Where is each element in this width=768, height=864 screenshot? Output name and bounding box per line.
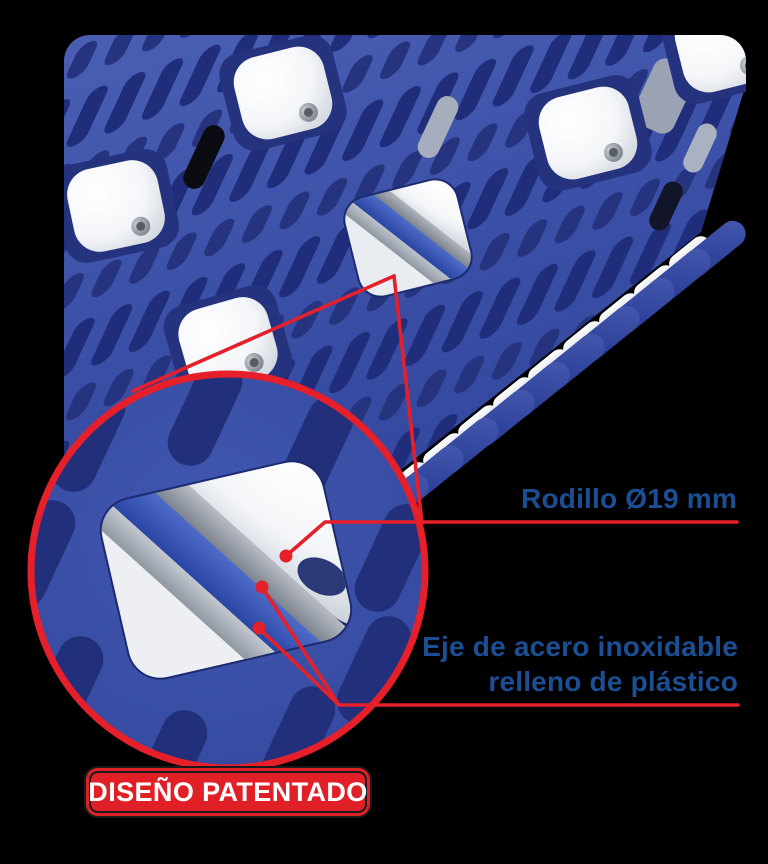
magnifier-leader-right — [392, 274, 424, 525]
patented-design-badge-inner: DISEÑO PATENTADO — [88, 771, 368, 813]
roller-axle-module — [340, 175, 476, 301]
magnifier-leader-left — [131, 274, 396, 393]
callout-dot-axle-plastic — [252, 621, 266, 635]
patented-design-badge-label: DISEÑO PATENTADO — [88, 776, 368, 807]
magnified-roller-axle — [95, 455, 357, 685]
patented-design-badge: DISEÑO PATENTADO — [84, 766, 372, 818]
callout-dot-axle-steel — [255, 580, 269, 594]
axle-label: Eje de acero inoxidable relleno de plást… — [422, 629, 738, 699]
callout-line-axle-steel — [260, 585, 341, 707]
callout-lines — [131, 274, 740, 707]
axle-label-line1: Eje de acero inoxidable — [422, 631, 738, 662]
callout-line-roller — [284, 520, 739, 558]
roller-diameter-label: Rodillo Ø19 mm — [521, 483, 737, 514]
callout-dots — [252, 549, 293, 635]
callout-dot-roller — [279, 549, 293, 563]
axle-label-line2: relleno de plástico — [488, 666, 738, 697]
magnifier-detail — [27, 370, 429, 772]
callout-line-axle-plastic — [257, 626, 341, 707]
